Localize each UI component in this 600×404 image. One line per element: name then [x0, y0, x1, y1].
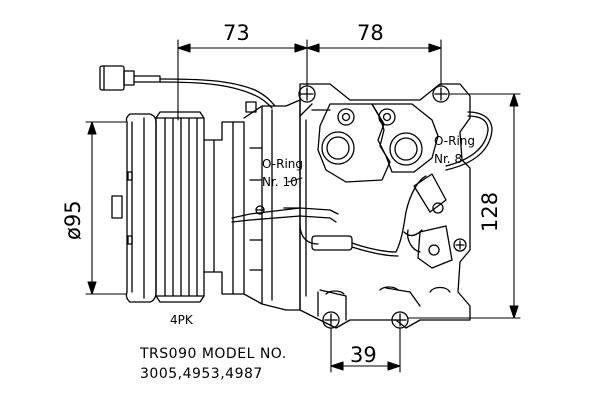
oring-8-label-line1: O-Ring [434, 134, 475, 148]
dim-39-label: 39 [350, 343, 377, 367]
dim-diameter-label: ø95 [61, 200, 85, 240]
oring-8-label-line2: Nr. 8 [434, 152, 462, 166]
pulley-clutch [111, 111, 245, 303]
wiring-harness [231, 111, 493, 257]
model-line-1: TRS090 MODEL NO. [139, 346, 287, 362]
dim-128-label: 128 [478, 192, 502, 232]
pressure-switch [406, 173, 453, 269]
oring-10-label-line2: Nr. 10 [262, 175, 298, 189]
belt-type-label: 4PK [170, 313, 194, 327]
dim-78-label: 78 [357, 21, 384, 45]
electrical-connector [99, 65, 276, 109]
dim-73-label: 73 [223, 21, 250, 45]
model-line-2: 3005,4953,4987 [140, 366, 263, 382]
mounting-bolts [255, 85, 467, 329]
oring-10-label-line1: O-Ring [262, 157, 303, 171]
refrigerant-ports [321, 108, 423, 166]
front-head [243, 99, 301, 311]
dimension-lines [85, 39, 521, 373]
